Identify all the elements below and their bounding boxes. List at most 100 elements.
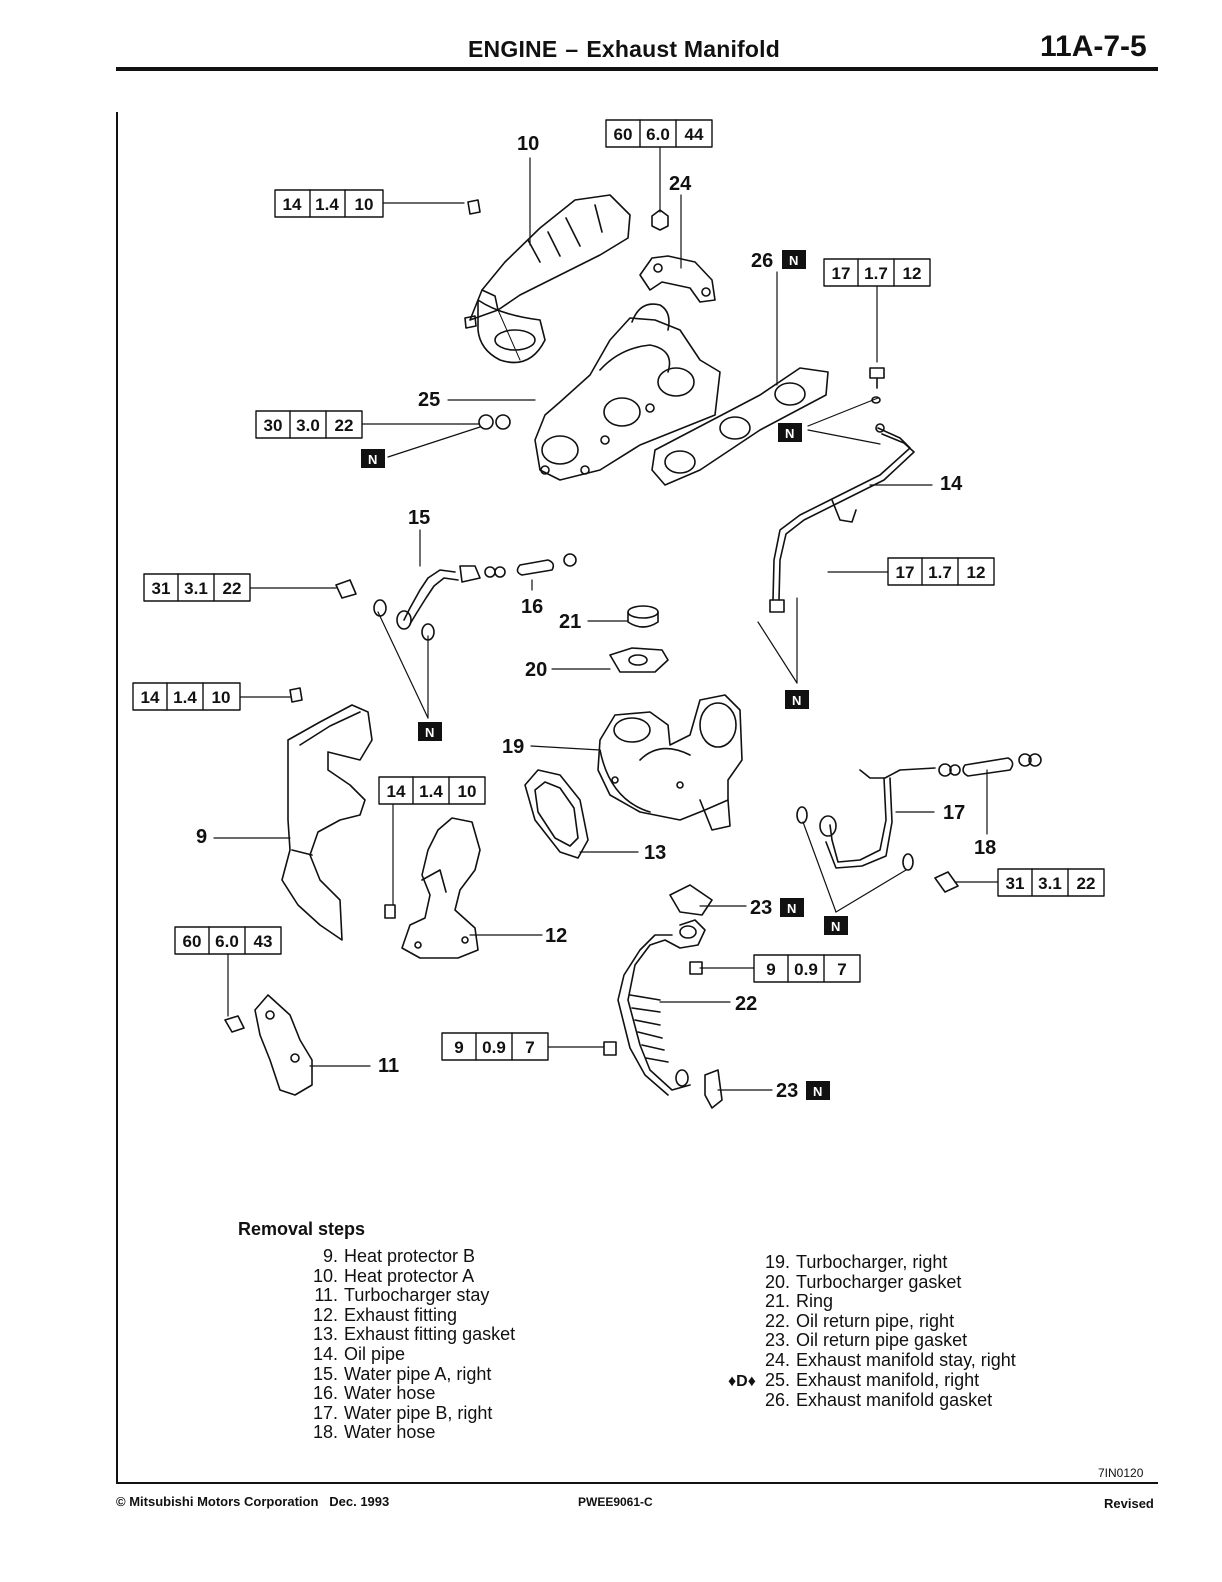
callout-22: 22 xyxy=(735,993,757,1015)
footer-date: Dec. 1993 xyxy=(329,1494,390,1509)
svg-text:14: 14 xyxy=(387,782,406,801)
footer-status: Revised xyxy=(1104,1496,1154,1511)
svg-text:N: N xyxy=(787,901,796,916)
callout-21: 21 xyxy=(559,611,581,633)
svg-text:7: 7 xyxy=(525,1038,534,1057)
oil-pipe-drawing xyxy=(769,367,915,613)
callout-9: 9 xyxy=(196,826,207,848)
svg-text:10: 10 xyxy=(355,195,374,214)
new-part-marker: N xyxy=(824,916,848,935)
svg-text:22: 22 xyxy=(335,416,354,435)
svg-text:N: N xyxy=(785,426,794,441)
subject-name: Exhaust Manifold xyxy=(586,36,780,62)
list-item: 20.Turbocharger gasket xyxy=(764,1271,962,1292)
callout-13: 13 xyxy=(644,842,666,864)
section-name: ENGINE xyxy=(468,36,558,62)
new-part-marker: N xyxy=(418,722,442,741)
callout-16: 16 xyxy=(521,596,543,618)
install-note-marker: ♦D♦ xyxy=(728,1372,756,1390)
ring-and-gasket-drawing xyxy=(609,605,669,673)
svg-text:N: N xyxy=(368,452,377,467)
removal-steps-column-2: 19.Turbocharger, right 20.Turbocharger g… xyxy=(728,1252,1016,1411)
turbocharger-stay-drawing xyxy=(224,994,313,1096)
exhaust-fitting-gasket-drawing xyxy=(524,769,589,859)
list-item: 17.Water pipe B, right xyxy=(312,1402,493,1423)
svg-text:N: N xyxy=(813,1084,822,1099)
callout-20: 20 xyxy=(525,659,547,681)
new-part-marker: N xyxy=(785,690,809,709)
svg-text:17: 17 xyxy=(832,264,851,283)
callout-numbers: 10 24 26 25 14 15 16 21 20 19 17 18 9 13… xyxy=(196,133,996,1102)
water-pipe-b-drawing xyxy=(796,763,961,871)
svg-text:3.1: 3.1 xyxy=(1038,874,1062,893)
svg-text:6.0: 6.0 xyxy=(646,125,670,144)
new-part-marker: N xyxy=(780,898,804,917)
svg-text:N: N xyxy=(792,693,801,708)
list-item: 22.Oil return pipe, right xyxy=(764,1310,955,1331)
water-pipe-a-drawing xyxy=(396,565,506,630)
svg-text:6.0: 6.0 xyxy=(215,932,239,951)
removal-steps-title: Removal steps xyxy=(238,1219,366,1239)
new-part-marker: N xyxy=(778,423,802,442)
callout-15: 15 xyxy=(408,507,430,529)
list-item: 18.Water hose xyxy=(312,1422,436,1443)
svg-text:17: 17 xyxy=(896,563,915,582)
svg-text:30: 30 xyxy=(264,416,283,435)
svg-text:10: 10 xyxy=(458,782,477,801)
list-item: 15.Water pipe A, right xyxy=(312,1363,492,1384)
water-hose-18-drawing xyxy=(934,753,1042,893)
svg-text:22: 22 xyxy=(1077,874,1096,893)
heat-protector-b-drawing xyxy=(281,704,373,941)
torque-spec-box: 60 6.0 43 xyxy=(174,926,282,955)
svg-text:0.9: 0.9 xyxy=(482,1038,506,1057)
list-item: 26.Exhaust manifold gasket xyxy=(764,1390,993,1411)
svg-text:3.0: 3.0 xyxy=(296,416,320,435)
manifold-stay-drawing xyxy=(639,209,716,303)
list-item: 23.Oil return pipe gasket xyxy=(764,1330,968,1351)
svg-text:N: N xyxy=(789,253,798,268)
svg-text:43: 43 xyxy=(254,932,273,951)
new-part-marker: N xyxy=(361,449,385,468)
callout-18: 18 xyxy=(974,837,996,859)
svg-text:7: 7 xyxy=(837,960,846,979)
removal-steps-column-1: 9.Heat protector B 10.Heat protector A 1… xyxy=(302,1246,515,1443)
callout-25: 25 xyxy=(418,389,440,411)
heat-protector-a-drawing xyxy=(469,194,631,364)
svg-text:60: 60 xyxy=(614,125,633,144)
svg-text:44: 44 xyxy=(685,125,704,144)
manifold-nut-drawing xyxy=(464,199,511,430)
turbocharger-drawing xyxy=(597,694,743,831)
new-part-marker: N xyxy=(806,1081,830,1100)
page-title: ENGINE–Exhaust Manifold xyxy=(468,36,780,63)
list-item: 11.Turbocharger stay xyxy=(314,1285,490,1306)
figure-id: 7IN0120 xyxy=(1098,1466,1144,1480)
list-item: ♦D♦25.Exhaust manifold, right xyxy=(728,1369,980,1390)
exhaust-manifold-drawing xyxy=(534,303,721,481)
svg-text:1.4: 1.4 xyxy=(173,688,197,707)
torque-spec-box: 60 6.0 44 xyxy=(605,119,713,148)
new-part-marker: N xyxy=(782,250,806,269)
frame-left-rule xyxy=(116,112,118,1482)
svg-text:31: 31 xyxy=(152,579,171,598)
svg-text:60: 60 xyxy=(183,932,202,951)
new-part-markers: N N N N N N N N xyxy=(361,250,848,1100)
leader-lines xyxy=(213,147,999,1091)
svg-text:1.4: 1.4 xyxy=(315,195,339,214)
frame-bottom-rule xyxy=(116,1482,1158,1484)
svg-text:0.9: 0.9 xyxy=(794,960,818,979)
callout-14: 14 xyxy=(940,473,963,495)
svg-text:10: 10 xyxy=(212,688,231,707)
list-item: 12.Exhaust fitting xyxy=(312,1304,458,1325)
callout-11: 11 xyxy=(378,1055,399,1077)
svg-text:31: 31 xyxy=(1006,874,1025,893)
list-item: 21.Ring xyxy=(764,1291,834,1312)
oil-return-pipe-drawing xyxy=(603,884,723,1109)
list-item: 14.Oil pipe xyxy=(312,1343,406,1364)
